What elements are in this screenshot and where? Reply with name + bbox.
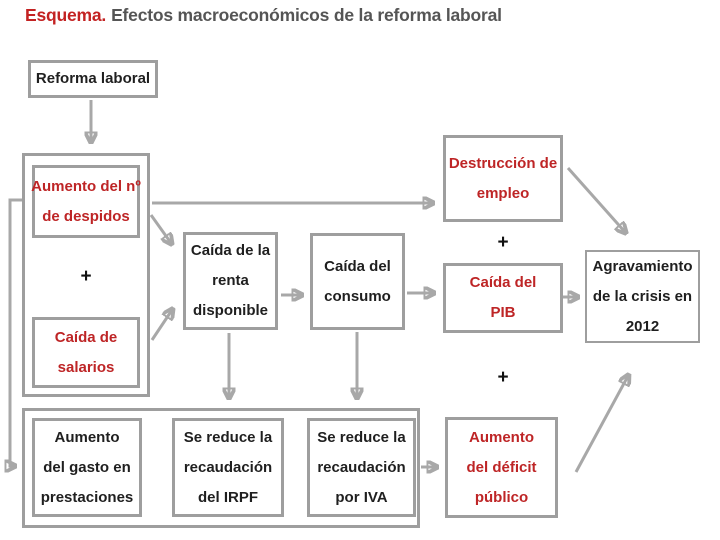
node-caida-consumo: Caída del consumo <box>310 233 405 330</box>
node-label: Destrucción de <box>448 154 558 172</box>
node-label: Reforma laboral <box>35 70 151 87</box>
node-caida-pib: Caída del PIB <box>443 263 563 333</box>
node-caida-salarios: Caída de salarios <box>32 317 140 388</box>
node-label: Aumento del nº <box>31 177 141 195</box>
node-label: Caída del <box>324 257 391 275</box>
node-label: salarios <box>57 358 115 376</box>
node-caida-renta-disponible: Caída de la renta disponible <box>183 232 278 330</box>
node-label: prestaciones <box>40 488 134 506</box>
node-label: del déficit <box>466 458 537 476</box>
title-prefix: Esquema. <box>25 5 107 25</box>
arrow-elbow-group-to-bottom <box>10 198 22 466</box>
node-aumento-gasto-prestaciones: Aumento del gasto en prestaciones <box>32 418 142 517</box>
node-reduce-recaudacion-iva: Se reduce la recaudación por IVA <box>307 418 416 517</box>
plus-sign-right-upper: + <box>497 232 509 253</box>
node-label: del IRPF <box>197 488 258 506</box>
diagram-title: Esquema.Efectos macroeconómicos de la re… <box>25 5 502 26</box>
node-agravamiento-crisis: Agravamiento de la crisis en 2012 <box>585 250 700 343</box>
node-label: Caída de la <box>190 242 271 259</box>
node-label: público <box>474 488 529 506</box>
node-label: Se reduce la <box>317 428 406 446</box>
node-label: del gasto en <box>43 458 131 476</box>
node-label: recaudación <box>317 458 406 476</box>
node-aumento-despidos: Aumento del nº de despidos <box>31 165 141 238</box>
arrow-despidos-to-renta <box>149 214 171 243</box>
group-despidos-salarios <box>22 153 150 397</box>
node-reduce-recaudacion-irpf: Se reduce la recaudación del IRPF <box>172 418 284 517</box>
node-label: Agravamiento <box>592 257 693 275</box>
node-reforma-laboral: Reforma laboral <box>28 60 158 98</box>
arrow-salarios-to-renta <box>150 310 172 341</box>
node-label: Caída del <box>469 274 537 291</box>
node-label: Aumento <box>469 428 534 446</box>
group-gasto-recaudacion <box>22 408 420 528</box>
node-label: Aumento <box>54 428 120 446</box>
arrow-destruccion-to-agravamiento <box>566 167 625 232</box>
node-label: consumo <box>324 287 391 305</box>
node-label: 2012 <box>625 317 660 335</box>
node-label: Se reduce la <box>183 428 273 446</box>
node-label: renta <box>212 272 249 289</box>
plus-sign-left-group: + <box>80 266 92 287</box>
node-label: de despidos <box>42 207 130 225</box>
arrow-deficit-to-agravamiento <box>574 376 628 473</box>
node-label: Caída de <box>54 328 118 346</box>
plus-sign-right-lower: + <box>497 367 509 388</box>
title-text: Efectos macroeconómicos de la reforma la… <box>111 5 502 25</box>
node-label: recaudación <box>183 458 273 476</box>
node-label: por IVA <box>335 488 388 506</box>
node-destruccion-empleo: Destrucción de empleo <box>443 135 563 222</box>
node-label: PIB <box>490 304 516 321</box>
node-label: de la crisis en <box>592 287 693 305</box>
node-label: empleo <box>476 184 530 202</box>
node-aumento-deficit-publico: Aumento del déficit público <box>445 417 558 518</box>
node-label: disponible <box>193 302 268 319</box>
